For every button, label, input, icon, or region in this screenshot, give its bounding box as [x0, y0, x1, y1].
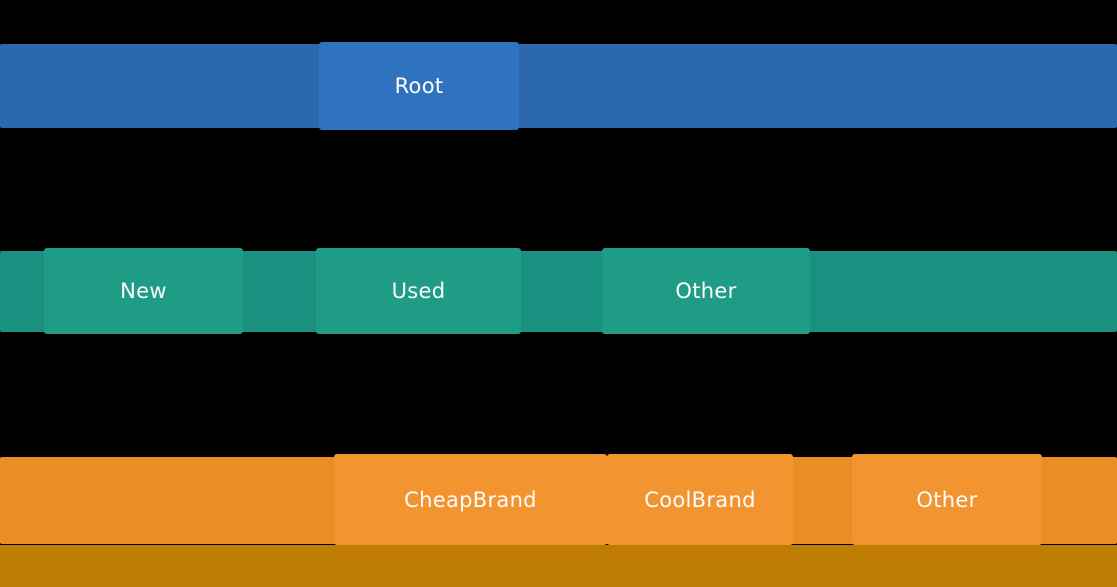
node-new-label: New [120, 279, 167, 303]
node-root[interactable]: Root [319, 42, 519, 130]
node-other-brand[interactable]: Other [852, 454, 1042, 545]
node-other-condition[interactable]: Other [602, 248, 810, 334]
node-other-brand-label: Other [916, 487, 978, 512]
node-new[interactable]: New [44, 248, 243, 334]
node-cheapbrand-label: CheapBrand [404, 487, 537, 512]
node-root-label: Root [394, 74, 444, 98]
level1-band [0, 44, 1117, 128]
node-other-condition-label: Other [675, 279, 737, 303]
node-used[interactable]: Used [316, 248, 521, 334]
node-coolbrand[interactable]: CoolBrand [607, 454, 793, 545]
node-cheapbrand[interactable]: CheapBrand [334, 454, 607, 545]
level4-band [0, 545, 1117, 587]
node-used-label: Used [391, 279, 446, 303]
node-coolbrand-label: CoolBrand [644, 487, 756, 512]
